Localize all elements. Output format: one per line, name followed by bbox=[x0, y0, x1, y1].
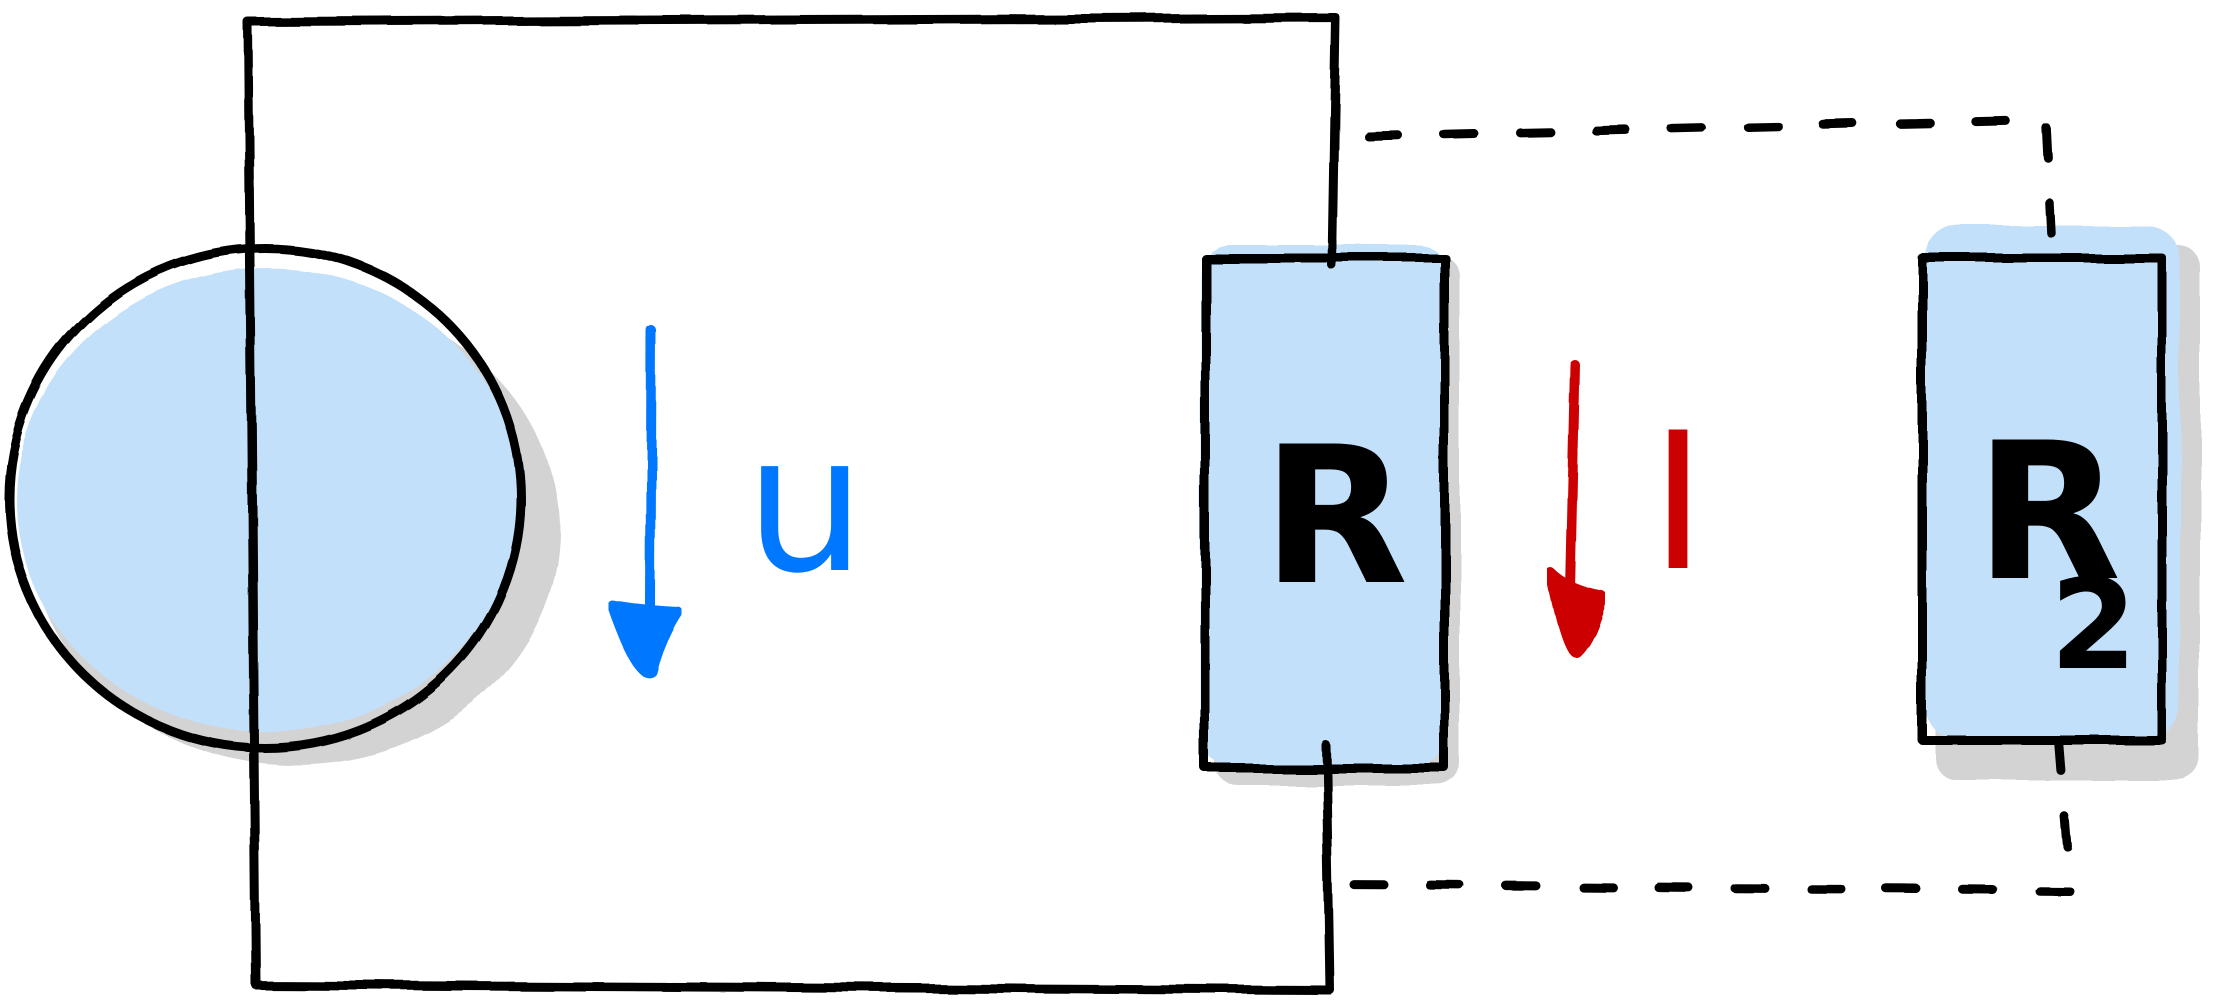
dashed-wires bbox=[1335, 115, 2075, 895]
current-arrow-head bbox=[1545, 567, 1607, 657]
resistor-fill bbox=[1200, 245, 1448, 765]
current-label: I bbox=[1650, 392, 1706, 613]
voltage-arrow-shaft bbox=[645, 325, 656, 610]
circuit-loop bbox=[243, 13, 1341, 995]
dashed-wire-top bbox=[1363, 115, 2057, 263]
current-arrow bbox=[1545, 360, 1607, 657]
load-label: R bbox=[1975, 402, 2121, 623]
load-outline bbox=[1917, 253, 2167, 745]
resistor-label: R bbox=[1262, 406, 1408, 627]
load-fill bbox=[1925, 225, 2180, 740]
source-outline bbox=[4, 243, 526, 753]
resistor-outline bbox=[1200, 253, 1450, 773]
source-fill bbox=[16, 268, 520, 732]
load-subscript: 2 bbox=[2050, 553, 2137, 698]
dashed-wire-bottom bbox=[1335, 735, 2075, 895]
current-arrow-shaft bbox=[1565, 360, 1580, 595]
fills bbox=[16, 225, 2180, 765]
voltage-arrow bbox=[607, 325, 683, 678]
voltage-arrow-head bbox=[607, 600, 683, 678]
voltage-label: u bbox=[745, 394, 865, 615]
outlines bbox=[4, 13, 2167, 995]
